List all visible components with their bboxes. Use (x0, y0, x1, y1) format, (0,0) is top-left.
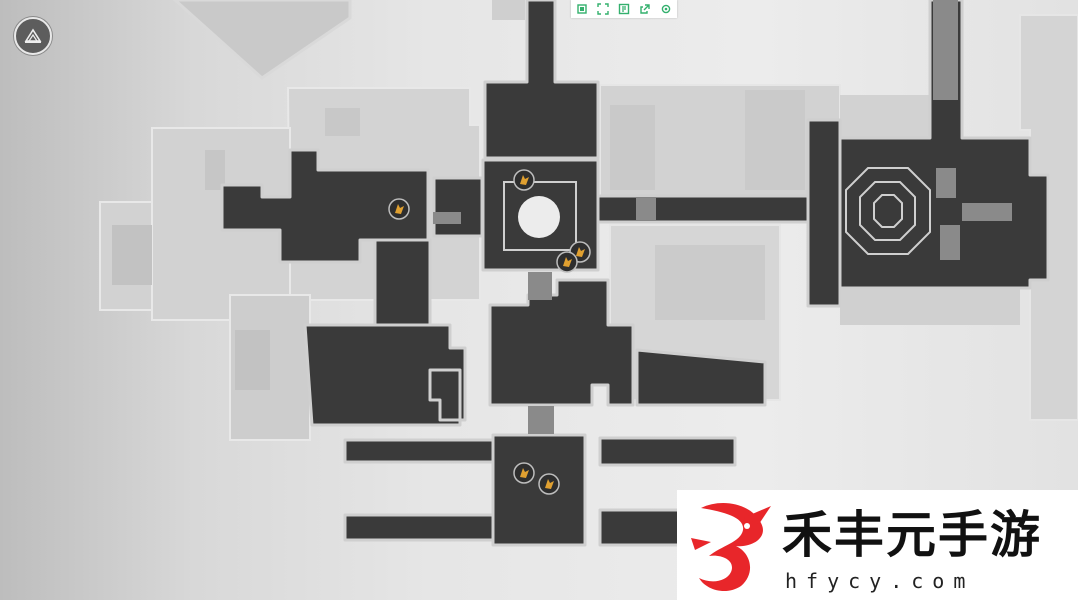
layers-icon (576, 4, 587, 14)
dragon-logo-icon (691, 503, 771, 592)
site-watermark: 禾丰元手游 hfycy.com (677, 490, 1078, 600)
chest-marker-icon[interactable] (556, 251, 578, 273)
chest-marker-icon[interactable] (513, 462, 535, 484)
fullscreen-icon (597, 3, 609, 15)
chest-marker-icon[interactable] (538, 473, 560, 495)
layers-button[interactable] (575, 2, 589, 16)
watermark-site-name: 禾丰元手游 (782, 506, 1042, 564)
map-view-button[interactable] (617, 2, 631, 16)
share-icon (640, 4, 650, 14)
chest-marker-icon[interactable] (388, 198, 410, 220)
octagon-tower (845, 167, 931, 255)
map-walkable-areas (220, 0, 1050, 547)
chest-marker-icon[interactable] (513, 169, 535, 191)
fullscreen-button[interactable] (596, 2, 610, 16)
compass-button[interactable] (14, 17, 52, 55)
watermark-url: hfycy.com (785, 569, 975, 593)
share-button[interactable] (638, 2, 652, 16)
map-view-icon (618, 3, 630, 15)
map-toolbar (571, 0, 677, 18)
map-stairs (433, 0, 1012, 434)
chest-markers[interactable] (388, 169, 591, 495)
compass-icon (24, 28, 42, 43)
central-plaza (503, 181, 577, 251)
settings-button[interactable] (659, 2, 673, 16)
settings-icon (662, 4, 671, 14)
